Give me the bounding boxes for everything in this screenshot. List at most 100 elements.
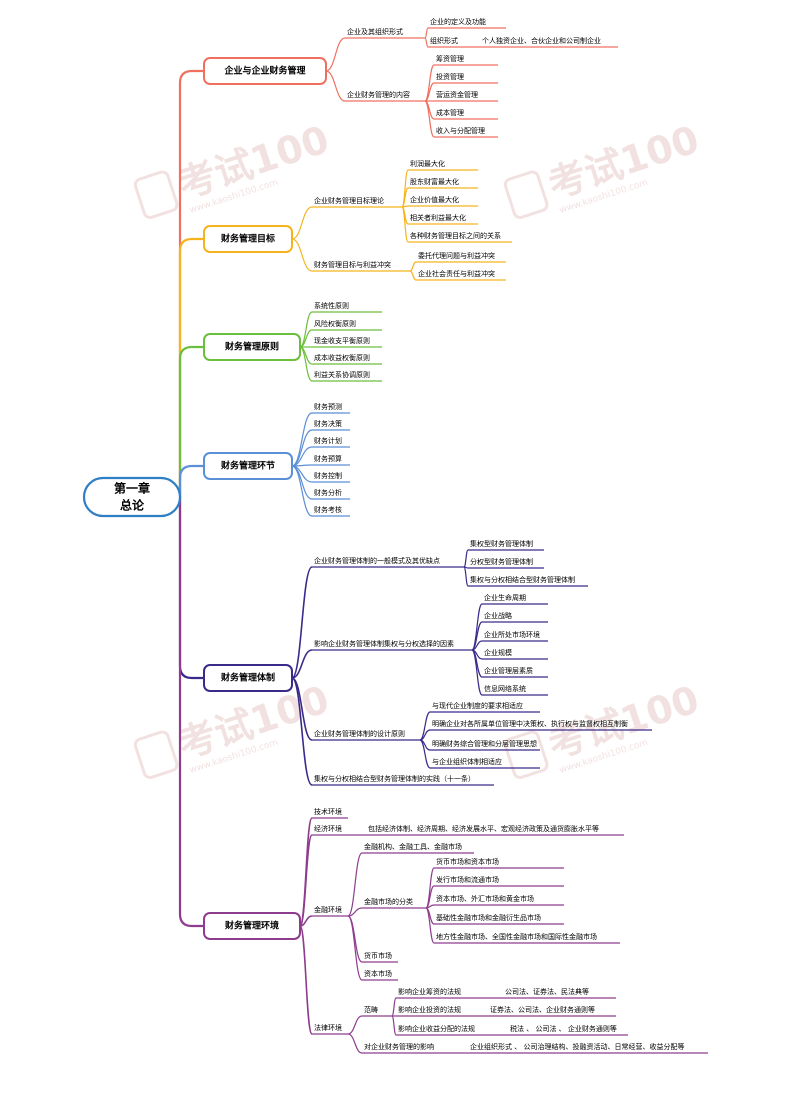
level2-label: 明确企业对各所属单位管理中决策权、执行权与监督权相互制衡 [432,719,628,728]
level2-label: 企业规模 [484,648,512,657]
level1-label: 影响企业财务管理体制集权与分权选择的因素 [314,639,454,648]
level1-label: 企业财务管理目标理论 [314,196,384,205]
branch-label: 财务管理环节 [220,460,275,472]
root-title-line1: 第一章 [114,481,150,496]
level1-label: 法律环境 [314,1023,342,1032]
level2-label: 企业管理层素质 [484,666,533,675]
level2-label: 企业的定义及功能 [430,17,486,26]
branch-node [203,664,293,692]
connector [299,311,313,348]
watermark-logo-icon [503,730,549,779]
connector [424,64,435,102]
level3-label: 基础性金融市场和金融衍生品市场 [436,913,541,922]
connector [299,834,313,927]
connector [291,465,313,517]
connector [347,907,363,917]
level2-label: 筹资管理 [436,54,464,63]
level2-label: 相关者利益最大化 [410,213,466,222]
connector [291,412,313,467]
level2-label: 与现代企业制度的要求相适应 [432,701,523,710]
branch-node [203,912,301,940]
branch-node [203,452,293,480]
level2-label: 成本管理 [436,108,464,117]
level2-label: 企业价值最大化 [410,195,459,204]
detail-text: 公司法、证券法、民法典等 [505,987,589,996]
root-title-line2: 总论 [120,498,145,513]
branch-label: 财务管理环境 [224,920,279,932]
level3-label: 资本市场、外汇市场和黄金市场 [436,894,534,903]
level2-label: 与企业组织体制相适应 [432,757,502,766]
connector [291,206,313,240]
level1-label: 财务计划 [314,436,342,445]
connector [409,270,417,281]
level2-label: 金融市场的分类 [364,897,413,906]
level2-label: 企业所处市场环境 [484,630,540,639]
branch-connector [178,497,204,680]
level2-label: 集权与分权相结合型财务管理体制 [470,575,575,584]
connector [299,915,313,927]
branch-node [203,57,327,85]
level1-label: 技术环境 [314,807,342,816]
level2-label: 营运资金管理 [436,90,478,99]
level2-label: 企业生命周期 [484,593,526,602]
connector [299,925,313,1035]
connector [424,37,429,48]
branch-node [203,225,293,253]
connector [325,37,346,72]
connector [347,1033,363,1054]
level2-label: 组织形式 [430,36,458,45]
branch-connector [178,69,204,497]
watermark-logo-icon [133,170,179,219]
level1-label: 金融环境 [314,905,342,914]
detail-text: 包括经济体制、经济周期、经济发展水平、宏观经济政策及通货膨胀水平等 [368,824,599,833]
branch-label: 财务管理体制 [220,672,275,684]
detail-text: 个人独资企业、合伙企业和公司制企业 [482,36,601,45]
level1-label: 企业及其组织形式 [347,27,403,36]
branch-connector [178,497,204,928]
level1-label: 财务控制 [314,471,342,480]
connector [347,1015,363,1035]
connector [391,997,397,1017]
connector [347,915,363,963]
level1-label: 利益关系协调原则 [314,370,370,379]
branch-label: 企业与企业财务管理 [223,65,305,77]
level1-label: 成本收益权衡原则 [314,353,370,362]
level2-label: 金融机构、金融工具、金融市场 [364,842,462,851]
level3-label: 影响企业筹资的法规 [398,987,461,996]
connector [424,100,435,138]
level2-label: 委托代理问题与利益冲突 [418,251,495,260]
level1-label: 经济环境 [314,824,342,833]
level1-label: 风险权衡原则 [314,319,356,328]
level1-label: 现金收支平衡原则 [314,336,370,345]
level3-label: 影响企业收益分配的法规 [398,1024,475,1033]
connector [325,70,346,102]
connector [471,649,483,696]
connector-lines [178,27,708,1054]
level2-label: 范畴 [364,1005,378,1014]
connector [291,238,313,272]
root-node [82,476,182,518]
level2-label: 信息网络系统 [484,684,526,693]
branch-connector [178,464,204,497]
detail-text: 证券法、公司法、企业财务通则等 [490,1005,595,1014]
connector [291,649,313,679]
level2-label: 企业社会责任与利益冲突 [418,269,495,278]
connector [463,549,469,568]
connector [291,465,313,500]
level1-label: 财务决策 [314,419,342,428]
level2-label: 企业战略 [484,611,512,620]
level1-label: 财务分析 [314,488,342,497]
level1-label: 集权与分权相结合型财务管理体制的实践（十一条） [314,774,475,783]
level1-label: 系统性原则 [314,301,349,310]
level2-label: 投资管理 [436,72,464,81]
branch-label: 财务管理目标 [220,233,275,245]
branch-label: 财务管理原则 [224,341,279,353]
connector [347,852,363,917]
level2-label: 资本市场 [364,969,392,978]
detail-text: 税法 、 公司法 、 企业财务通则等 [510,1024,617,1033]
connector [391,1015,397,1036]
